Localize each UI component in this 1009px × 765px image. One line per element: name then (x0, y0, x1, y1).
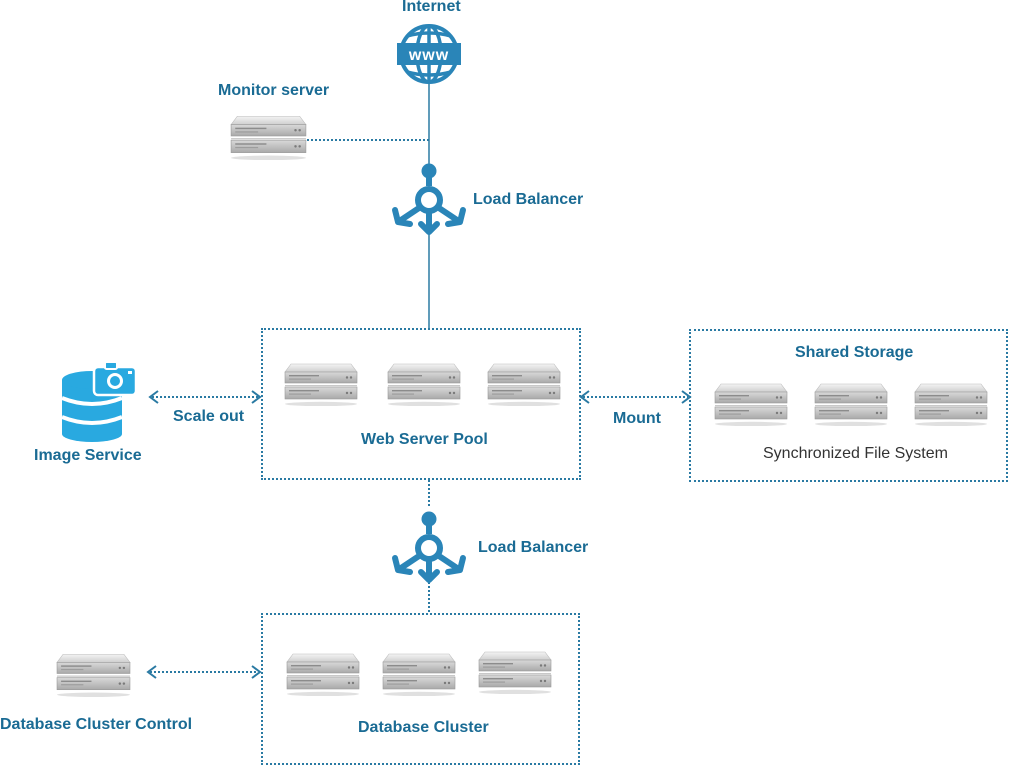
load-balancer-icon (395, 164, 463, 233)
load-balancer-icon (395, 512, 463, 581)
db-control-server-icon (56, 653, 131, 697)
web-server-pool-label: Web Server Pool (361, 431, 488, 448)
shared-storage-box (689, 329, 1008, 482)
database-cluster-label: Database Cluster (358, 719, 489, 736)
db-control-arrow (146, 665, 262, 679)
monitor-server-icon (230, 115, 307, 160)
shared-storage-subtitle: Synchronized File System (763, 445, 948, 462)
load-balancer-top-label: Load Balancer (473, 191, 584, 208)
scale-out-label: Scale out (173, 408, 245, 425)
database-camera-icon (61, 361, 138, 442)
internet-label: Internet (402, 0, 461, 15)
shared-storage-title: Shared Storage (795, 344, 914, 361)
image-service-label: Image Service (34, 447, 142, 464)
svg-text:www: www (408, 47, 449, 64)
load-balancer-bottom-label: Load Balancer (478, 539, 589, 556)
web-server-pool-box (261, 328, 581, 480)
globe-www-icon: www (397, 24, 461, 84)
mount-arrow (579, 390, 692, 404)
monitor-server-label: Monitor server (218, 82, 330, 99)
scale-out-arrow (148, 390, 262, 404)
database-cluster-control-label: Database Cluster Control (0, 716, 193, 733)
mount-label: Mount (613, 410, 661, 427)
database-cluster-box (261, 613, 580, 765)
